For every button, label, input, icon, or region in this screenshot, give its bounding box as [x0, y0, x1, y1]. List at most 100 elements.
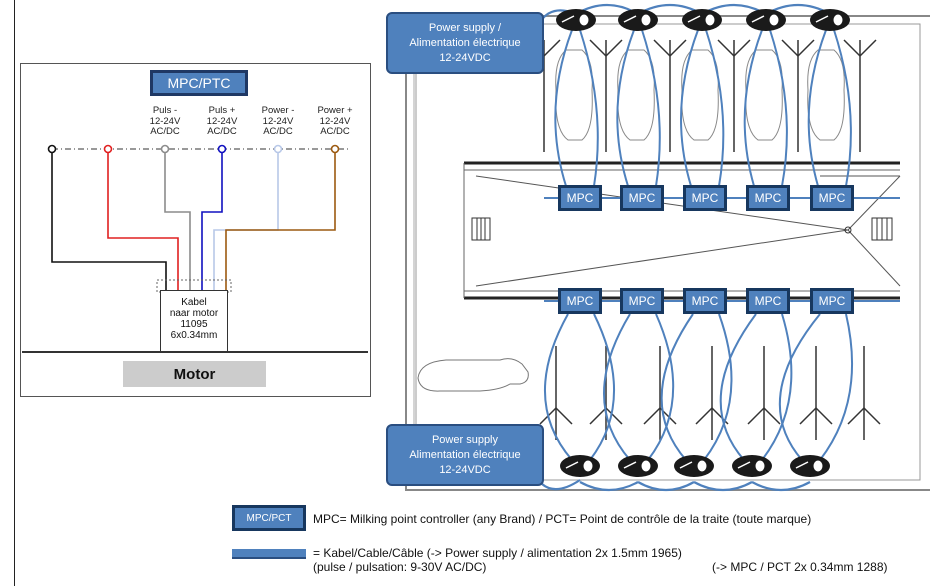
- legend-definition-text: MPC= Milking point controller (any Brand…: [313, 512, 812, 526]
- cable-bottom-mpc: [603, 313, 675, 461]
- terminal-label-line: 12-24V: [319, 115, 351, 127]
- bottom-stall-bracket: [799, 406, 833, 425]
- cable-top-mpc: [743, 29, 788, 187]
- pulsator-top-icon: [810, 9, 850, 31]
- cable-group: [539, 4, 900, 492]
- cable-bottom-mpc: [778, 313, 854, 461]
- connector-outline: [156, 279, 232, 293]
- top-stall-row: [527, 39, 877, 152]
- mpc-top-4: MPC: [746, 185, 790, 211]
- wire-3: [164, 152, 191, 290]
- motor-box: Motor: [123, 361, 266, 387]
- pulsator-top-icon: [556, 9, 596, 31]
- top-stall-bracket: [843, 39, 877, 58]
- legend-key-box: MPC/PCT: [232, 505, 306, 531]
- cable-line-4: 6x0.34mm: [170, 330, 218, 341]
- terminal-label-line: Puls +: [208, 105, 236, 116]
- terminal-4: [217, 144, 227, 154]
- terminal-label-line: 12-24V: [206, 115, 238, 127]
- terminal-label-line: Puls -: [152, 105, 178, 116]
- cable-top-mpc: [680, 29, 725, 187]
- terminal-5: [273, 144, 283, 154]
- wiring-diagram: [22, 144, 368, 353]
- cable-top-mpc: [554, 29, 599, 187]
- pulsator-bottom-icon: [560, 455, 600, 477]
- terminal-label-line: Power -: [261, 105, 295, 116]
- cable-bottom-arc: [751, 481, 811, 492]
- mpc-bottom-3: MPC: [683, 288, 727, 314]
- wire-4: [201, 152, 223, 290]
- top-stall-bracket: [589, 39, 623, 58]
- top-stall-bracket: [781, 39, 815, 58]
- mpc-top-3: MPC: [683, 185, 727, 211]
- pulsator-top-icon: [618, 9, 658, 31]
- mpc-ptc-header: MPC/PTC: [150, 70, 248, 96]
- milking-pit: [463, 161, 901, 300]
- pulsator-group: [556, 9, 850, 477]
- mpc-bottom-5: MPC: [810, 288, 854, 314]
- cable-legend-text-2: (pulse / pulsation: 9-30V AC/DC): [313, 560, 487, 574]
- mpc-bottom-1: MPC: [558, 288, 602, 314]
- cable-bottom-mpc: [543, 313, 616, 461]
- psu-top-line-1: Power supply /: [428, 21, 502, 34]
- mpc-top-2: MPC: [620, 185, 664, 211]
- terminal-label-line: AC/DC: [320, 126, 350, 137]
- bottom-stall-bracket: [847, 406, 881, 425]
- terminal-label-line: Power +: [317, 105, 353, 116]
- cow-top-icon: [807, 49, 845, 141]
- psu-top-line-3: 12-24VDC: [439, 51, 491, 64]
- pulsator-bottom-icon: [618, 455, 658, 477]
- cable-top-mpc: [616, 29, 661, 187]
- left-border-line: [14, 0, 15, 586]
- cable-bottom-mpc: [719, 313, 793, 461]
- psu-bottom-line-2: Alimentation électrique: [409, 448, 521, 461]
- cable-legend-text-1: = Kabel/Cable/Câble (-> Power supply / a…: [313, 546, 682, 560]
- cable-bottom-arc: [637, 481, 695, 492]
- pulsator-bottom-icon: [732, 455, 772, 477]
- cable-psu-bottom: [541, 479, 581, 491]
- terminal-label-line: AC/DC: [207, 126, 237, 137]
- wire-group: [51, 152, 336, 290]
- bottom-stall-bracket: [747, 406, 781, 425]
- power-supply-top: Power supply / Alimentation électrique 1…: [386, 12, 544, 74]
- motor-cable-box: Kabel naar motor 11095 6x0.34mm: [160, 290, 228, 352]
- wire-6: [225, 152, 336, 290]
- mpc-top-1: MPC: [558, 185, 602, 211]
- terminal-1: [47, 144, 57, 154]
- wire-2: [107, 152, 179, 290]
- top-stall-bracket: [717, 39, 751, 58]
- bottom-stall-bracket: [643, 406, 677, 425]
- terminal-label-line: AC/DC: [263, 126, 293, 137]
- bottom-stall-row: [539, 346, 881, 440]
- psu-bottom-line-3: 12-24VDC: [439, 463, 491, 476]
- terminal-label-line: 12-24V: [149, 115, 181, 127]
- cable-bottom-arc: [579, 481, 639, 492]
- terminal-label-line: AC/DC: [150, 126, 180, 137]
- terminal-3: [160, 144, 170, 154]
- mpc-bottom-4: MPC: [746, 288, 790, 314]
- top-stall-bracket: [653, 39, 687, 58]
- wire-1: [51, 152, 167, 290]
- pulsator-top-icon: [682, 9, 722, 31]
- cable-line-3: 11095: [180, 319, 208, 330]
- pulsator-bottom-icon: [790, 455, 830, 477]
- terminal-label-line: 12-24V: [262, 115, 294, 127]
- cable-bottom-arc: [693, 481, 753, 492]
- pulsator-bottom-icon: [674, 455, 714, 477]
- cable-legend-swatch: [232, 549, 306, 559]
- terminal-2: [103, 144, 113, 154]
- cable-legend-text-3: (-> MPC / PCT 2x 0.34mm 1288): [712, 560, 888, 574]
- power-supply-bottom: Power supply Alimentation électrique 12-…: [386, 424, 544, 486]
- mpc-top-5: MPC: [810, 185, 854, 211]
- cable-bottom-mpc: [660, 313, 733, 461]
- terminal-6: [330, 144, 340, 154]
- cable-top-mpc: [807, 29, 852, 187]
- cow-silhouette-icon: [417, 358, 529, 392]
- psu-top-line-2: Alimentation électrique: [409, 36, 521, 49]
- terminal-group: [47, 144, 340, 154]
- cable-line-2: naar motor: [169, 308, 219, 319]
